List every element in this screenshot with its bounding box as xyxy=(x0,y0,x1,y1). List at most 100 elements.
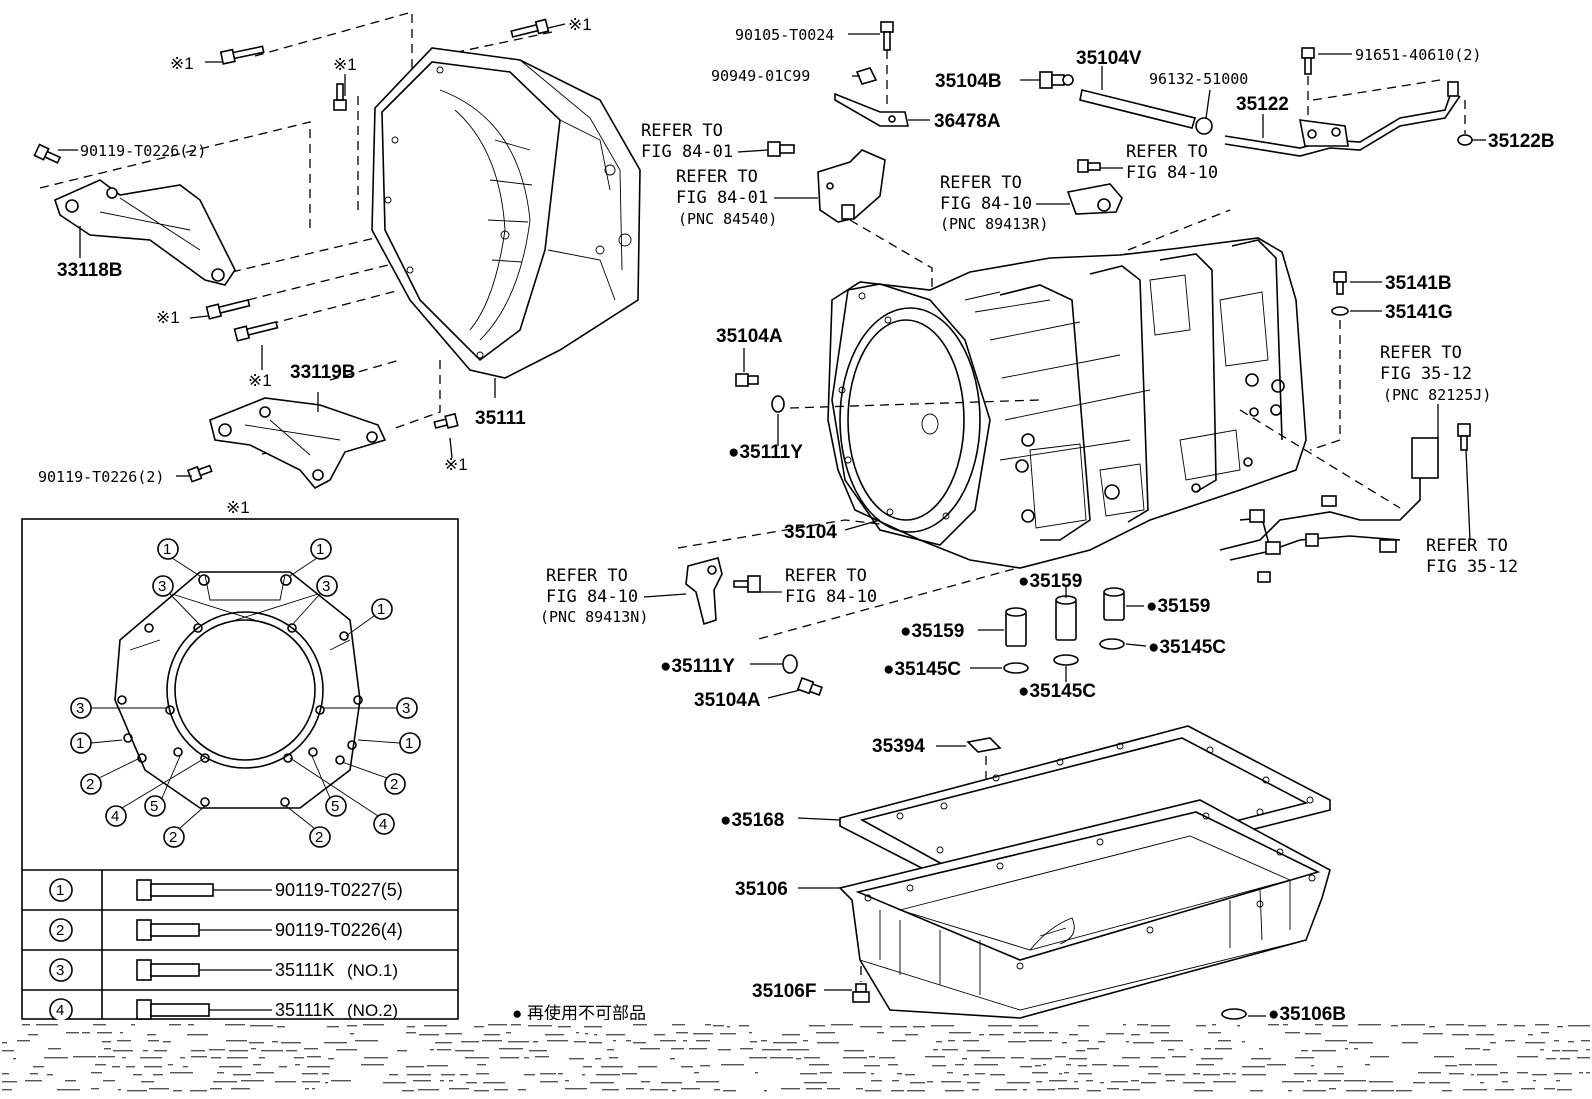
noise-dash xyxy=(322,1073,329,1075)
ref-r1-line2: FIG 84-01 xyxy=(641,142,733,162)
noise-dash xyxy=(449,1088,469,1090)
top-small-parts: 90105-T0024 90949-01C99 36478A 35104B 35… xyxy=(711,21,1555,451)
noise-dash xyxy=(1165,1074,1185,1076)
noise-dash xyxy=(1434,1056,1454,1058)
noise-dash xyxy=(1064,1072,1069,1074)
noise-dash xyxy=(2,1050,14,1052)
bolt-icon xyxy=(136,879,214,901)
noise-dash xyxy=(1203,1074,1220,1076)
table-part-4: 35111K xyxy=(275,1000,334,1020)
noise-dash xyxy=(33,1066,44,1068)
noise-dash xyxy=(347,1025,357,1027)
noise-dash xyxy=(133,1074,142,1076)
table-note-4: (NO.2) xyxy=(347,1001,398,1020)
callout-1: 1 xyxy=(405,735,413,752)
noise-dash xyxy=(91,1088,99,1090)
noise-dash xyxy=(1354,1048,1358,1050)
inset-callouts: 1 1 3 3 1 3 3 1 1 2 2 5 5 4 4 2 2 xyxy=(70,538,421,848)
noise-dash xyxy=(1475,1064,1497,1066)
noise-dash xyxy=(660,1040,676,1042)
callout-2: 2 xyxy=(86,776,94,793)
noise-dash xyxy=(307,1056,321,1058)
noise-dash xyxy=(1288,1090,1292,1092)
noise-dash xyxy=(126,1066,135,1068)
callout-5: 5 xyxy=(331,798,339,815)
noise-dash xyxy=(545,1034,564,1036)
noise-dash xyxy=(879,1057,895,1059)
noise-dash xyxy=(389,1074,398,1076)
noise-dash xyxy=(1471,1074,1474,1076)
noise-dash xyxy=(782,1034,800,1036)
noise-dash xyxy=(210,1088,222,1090)
noise-dash xyxy=(803,1040,808,1042)
noise-dash xyxy=(933,1049,938,1051)
noise-dash xyxy=(1250,1090,1263,1092)
noise-dash xyxy=(217,1072,224,1074)
noise-dash xyxy=(1329,1088,1336,1090)
noise-dash xyxy=(163,1041,171,1043)
ref-r6-line1: REFER TO xyxy=(1426,536,1508,556)
noise-dash xyxy=(787,1049,809,1051)
noise-dash xyxy=(57,1089,80,1091)
noise-dash xyxy=(1123,1024,1126,1026)
noise-dash xyxy=(809,1064,829,1066)
noise-dash xyxy=(1476,1034,1494,1036)
noise-dash xyxy=(91,1072,102,1074)
noise-dash xyxy=(1391,1025,1398,1027)
mark1-label-e: ※1 xyxy=(248,371,272,390)
noise-dash xyxy=(455,1050,474,1052)
noise-dash xyxy=(1429,1026,1435,1028)
noise-dash xyxy=(974,1064,998,1066)
noise-dash xyxy=(65,1080,76,1082)
noise-dash xyxy=(1078,1065,1087,1067)
noise-dash xyxy=(113,1050,133,1052)
noise-dash xyxy=(871,1073,874,1075)
part-35122: 35122 xyxy=(1236,94,1289,115)
noise-dash xyxy=(1259,1048,1263,1050)
noise-dash xyxy=(1423,1033,1443,1035)
wiring-harness-part xyxy=(1219,437,1439,583)
noise-dash xyxy=(1337,1066,1343,1068)
noise-dash xyxy=(397,1050,407,1052)
noise-dash xyxy=(547,1040,568,1042)
bolt-icon xyxy=(136,999,210,1020)
noise-dash xyxy=(1196,1025,1206,1027)
noise-dash xyxy=(1098,1041,1105,1043)
noise-dash xyxy=(1477,1074,1498,1076)
callout-2: 2 xyxy=(169,829,177,846)
noise-dash xyxy=(307,1066,330,1068)
noise-dash xyxy=(225,1024,245,1026)
noise-dash xyxy=(122,1057,126,1059)
noise-dash xyxy=(696,1040,710,1042)
noise-dash xyxy=(1131,1080,1139,1082)
noise-dash xyxy=(892,1040,906,1042)
noise-dash xyxy=(1541,1032,1549,1034)
noise-dash xyxy=(364,1057,388,1059)
noise-dash xyxy=(153,1074,163,1076)
noise-dash xyxy=(2,1089,12,1091)
noise-dash xyxy=(576,1032,579,1034)
noise-dash xyxy=(1223,1073,1230,1075)
noise-dash xyxy=(609,1057,618,1059)
noise-dash xyxy=(1568,1041,1574,1043)
noise-dash xyxy=(1324,1073,1344,1075)
noise-dash xyxy=(1204,1048,1211,1050)
noise-dash xyxy=(281,1042,301,1044)
callout-3: 3 xyxy=(76,700,84,717)
noise-dash xyxy=(1459,1064,1472,1066)
noise-dash xyxy=(905,1074,915,1076)
part-35394: 35394 xyxy=(872,736,925,757)
noise-dash xyxy=(955,1064,964,1066)
noise-dash xyxy=(871,1080,882,1082)
noise-dash xyxy=(482,1040,502,1042)
noise-dash xyxy=(127,1090,147,1092)
noise-dash xyxy=(361,1064,384,1066)
noise-dash xyxy=(294,1057,304,1059)
noise-dash xyxy=(1346,1090,1367,1092)
part-35145C-a: ●35145C xyxy=(1148,637,1226,658)
noise-dash xyxy=(671,1048,684,1050)
inset-title: ※1 xyxy=(226,498,250,517)
noise-dash xyxy=(856,1088,863,1090)
table-note-3: (NO.1) xyxy=(347,961,398,980)
noise-dash xyxy=(1086,1080,1093,1082)
